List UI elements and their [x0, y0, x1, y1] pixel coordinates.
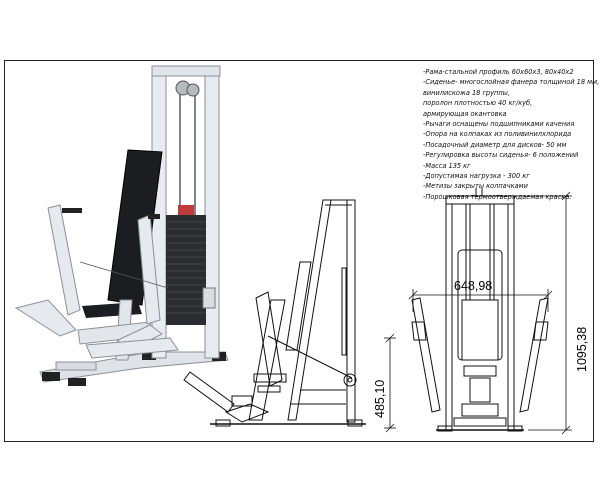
spec-line: -Опора на колпаках из поливинилхлорида: [423, 130, 572, 139]
width-dimension: [408, 289, 553, 312]
drawing-sheet: -Рама-стальной профиль 60х60х3, 80х40х2 …: [4, 60, 600, 442]
spec-line: винилискожа 18 группы,: [423, 88, 510, 97]
spec-line: -Порошковая термоотверждаемая краска.: [423, 192, 572, 201]
machine-render: [14, 65, 229, 386]
spec-line: -Посадочный диаметр для дисков- 50 мм: [423, 140, 567, 149]
front-view-drawing: [411, 188, 549, 432]
width-label: 648,98: [454, 279, 492, 293]
side-view-drawing: [183, 199, 366, 427]
height-label: 1095,38: [575, 327, 589, 372]
spec-line: -Масса 135 кг: [423, 161, 471, 170]
spec-line: -Рычаги оснащены подшипниками качения: [423, 120, 575, 129]
height-dimension: [512, 191, 572, 435]
spec-line: армирующая окантовка: [423, 109, 507, 118]
spec-line: -Допустимая нагрузка - 300 кг: [423, 172, 530, 181]
spec-line: -Регулировка высоты сиденья- 6 положений: [423, 151, 579, 160]
spec-line: -Рама-стальной профиль 60х60х3, 80х40х2: [423, 68, 574, 76]
seat-height-dimension: [384, 333, 396, 433]
specs-list: -Рама-стальной профиль 60х60х3, 80х40х2 …: [423, 67, 600, 202]
spec-line: -Сиденье- многослойная фанера толщиной 1…: [423, 78, 600, 87]
spec-line: поролон плотностью 40 кг/куб,: [423, 99, 533, 108]
seat-height-label: 485,10: [373, 380, 387, 418]
spec-line: -Метизы закрыты колпачками: [423, 182, 528, 191]
